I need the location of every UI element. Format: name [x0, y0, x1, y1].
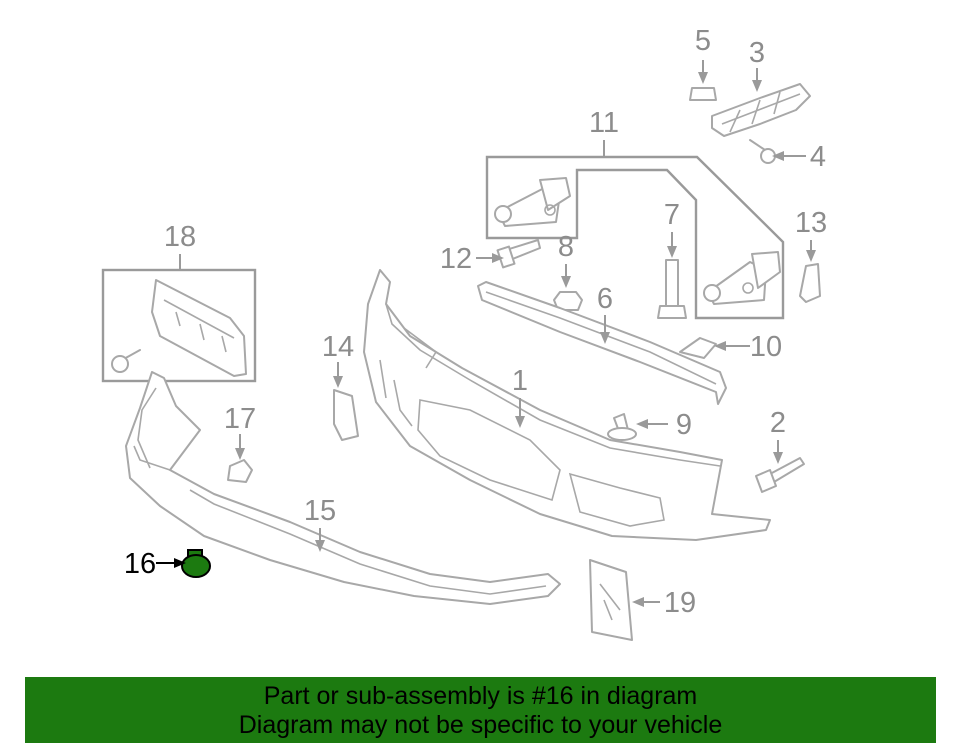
part-12-bolt: [496, 239, 541, 269]
callout-12: 12: [440, 243, 472, 275]
leader-lines: [156, 60, 816, 607]
callout-8: 8: [558, 231, 574, 263]
callout-10: 10: [750, 331, 782, 363]
banner-line-2: Diagram may not be specific to your vehi…: [238, 711, 723, 739]
callout-13: 13: [795, 207, 827, 239]
callout-6: 6: [597, 283, 613, 315]
callout-1: 1: [512, 365, 528, 397]
callout-9: 9: [676, 409, 692, 441]
callout-7: 7: [664, 199, 680, 231]
callout-5: 5: [695, 25, 711, 57]
callout-3: 3: [749, 37, 765, 69]
part-6-absorber: [477, 281, 727, 405]
part-1-bumper-cover: [363, 269, 771, 541]
callout-14: 14: [322, 331, 354, 363]
part-16-nut-highlighted: [181, 549, 211, 578]
part-19-shield: [589, 559, 633, 641]
part-15-lower-spoiler: [125, 371, 561, 605]
callout-19: 19: [664, 587, 696, 619]
part-10-bracket: [679, 337, 717, 359]
part-2-bolt: [755, 457, 805, 493]
part-11-bracket-right: [703, 251, 781, 305]
part-17-clip: [227, 459, 253, 483]
callout-16: 16: [124, 548, 156, 580]
part-9-clip: [607, 413, 637, 441]
callout-18: 18: [164, 221, 196, 253]
part-3-bracket: [711, 83, 811, 137]
part-11-bracket-left: [494, 177, 571, 227]
part-18-screw: [111, 349, 141, 373]
callout-15: 15: [304, 495, 336, 527]
part-18-license-bracket: [151, 279, 247, 377]
callout-17: 17: [224, 403, 256, 435]
part-7-bolt: [657, 259, 687, 319]
part-5-grommet: [689, 87, 717, 101]
callout-4: 4: [810, 141, 826, 173]
info-banner: Part or sub-assembly is #16 in diagram D…: [25, 677, 936, 743]
callout-2: 2: [770, 407, 786, 439]
callout-11: 11: [589, 107, 619, 139]
group-box-11: [485, 155, 785, 320]
part-14-cover: [333, 389, 359, 441]
part-4-screw: [749, 139, 776, 164]
parts-diagram: 1 2 3 4 5 6 7 8 9 10 11 12 13 14 15 16 1…: [101, 25, 827, 641]
part-13-clip: [799, 263, 821, 303]
banner-line-1: Part or sub-assembly is #16 in diagram: [263, 682, 698, 710]
